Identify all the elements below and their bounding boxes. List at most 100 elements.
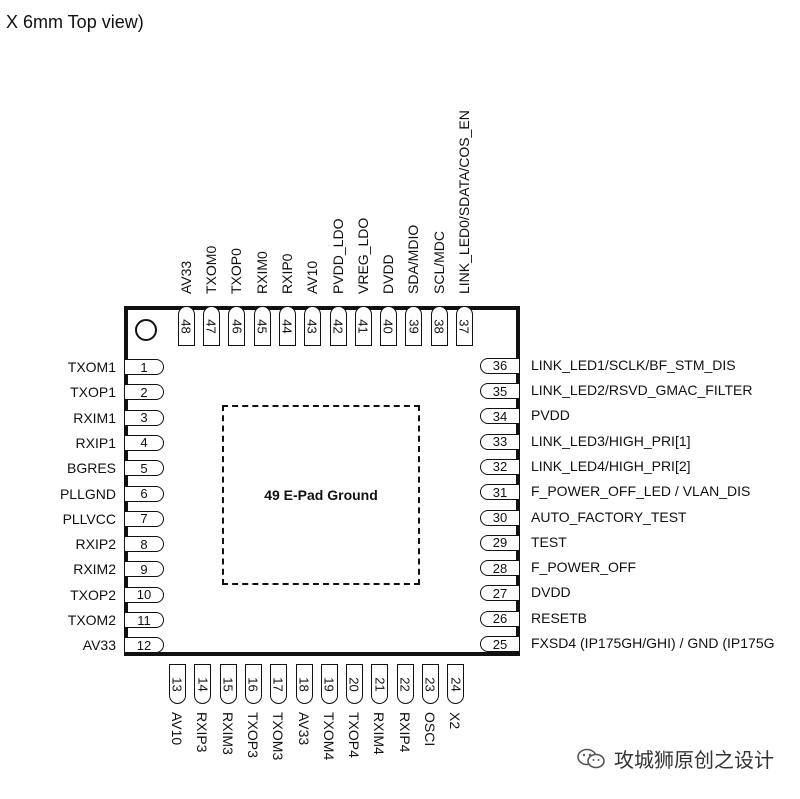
- diagram-title: X 6mm Top view): [6, 12, 144, 32]
- pin-number: 18: [296, 676, 312, 692]
- pin-number: 38: [431, 318, 447, 334]
- pin-pad: 12: [124, 637, 164, 654]
- pin-number: 19: [321, 676, 337, 692]
- chip-package-outline: [124, 306, 520, 656]
- pin-pad: 21: [371, 664, 389, 704]
- pin-pad: 47: [203, 306, 220, 346]
- pin-label: AV10: [304, 260, 321, 294]
- pin-number: 23: [423, 676, 438, 692]
- pin-number: 43: [305, 318, 321, 334]
- pin-pad: 46: [228, 306, 246, 346]
- pin-label: TXOP0: [228, 248, 245, 294]
- pin-pad: 22: [396, 664, 414, 704]
- pin-label: RXIP1: [75, 434, 116, 451]
- pin-label: RXIM0: [253, 251, 270, 294]
- pin-pad: 44: [278, 306, 296, 346]
- pin-pad: 37: [456, 306, 473, 346]
- pin-pad: 28: [480, 560, 520, 577]
- pin-pad: 38: [430, 306, 448, 346]
- pin-pad: 25: [480, 636, 520, 652]
- pin-pad: 26: [480, 610, 520, 627]
- pin-label: RXIM1: [73, 409, 116, 426]
- pin-label: PVDD_LDO: [329, 218, 346, 294]
- pin-label: PLLVCC: [62, 510, 116, 527]
- pin-label: VREG_LDO: [354, 217, 371, 294]
- pin-pad: 6: [124, 485, 164, 502]
- pin-pad: 4: [124, 434, 164, 451]
- pin-label: BGRES: [66, 460, 116, 477]
- pin-pad: 8: [124, 536, 164, 553]
- pin-pad: 48: [177, 306, 195, 346]
- pin-pad: 41: [354, 306, 372, 346]
- pin-pad: 1: [124, 359, 164, 375]
- pin-pad: 36: [480, 357, 520, 374]
- pin-label: PLLGND: [59, 485, 116, 502]
- pin-label: X2: [447, 712, 464, 730]
- pin-label: LINK_LED4/HIGH_PRI[2]: [531, 457, 691, 474]
- exposed-pad-label: 49 E-Pad Ground: [264, 487, 378, 503]
- pin-label: TXOM2: [67, 612, 116, 628]
- pin-pad: 29: [480, 534, 520, 551]
- pin-pad: 15: [219, 664, 237, 704]
- pin-pad: 18: [295, 664, 313, 704]
- pin-number: 48: [178, 318, 194, 334]
- pin-label: AV10: [169, 712, 185, 746]
- pin-label: SDA/MDIO: [405, 224, 422, 294]
- pin-pad: 33: [480, 433, 520, 450]
- pin-label: RXIP2: [75, 536, 116, 553]
- pin-label: TXOM3: [270, 712, 287, 761]
- pin-pad: 9: [124, 561, 164, 578]
- pin-pad: 34: [480, 408, 520, 425]
- watermark-text: 攻城狮原创之设计: [614, 750, 774, 772]
- pin-pad: 5: [124, 460, 164, 477]
- pin-number: 40: [381, 318, 397, 334]
- pin-pad: 39: [405, 306, 423, 346]
- pin-label: DVDD: [531, 584, 571, 601]
- pin-label: OSCI: [422, 712, 438, 747]
- pin-label: TEST: [531, 533, 567, 550]
- pin-number: 22: [397, 676, 413, 692]
- pin-pad: 40: [380, 306, 398, 346]
- pin-number: 16: [245, 676, 261, 692]
- pin-pad: 13: [169, 664, 186, 704]
- pin-label: FXSD4 (IP175GH/GHI) / GND (IP175G: [531, 635, 775, 651]
- pin-pad: 16: [244, 664, 262, 704]
- pin-number: 42: [330, 318, 346, 334]
- pin-label: LINK_LED0/SDATA/COS_EN: [456, 110, 472, 294]
- pin-number: 17: [271, 676, 287, 692]
- pin-label: F_POWER_OFF: [531, 559, 637, 576]
- wechat-logo-icon: [577, 748, 605, 768]
- pin-label: RXIM4: [371, 712, 388, 755]
- pin-number: 14: [195, 676, 211, 692]
- pin-number: 45: [254, 318, 270, 334]
- pin-number: 44: [279, 318, 295, 334]
- pin-label: TXOM0: [203, 245, 219, 294]
- pin-label: RXIM2: [73, 561, 116, 578]
- pin-label: LINK_LED3/HIGH_PRI[1]: [531, 432, 691, 449]
- pin-pad: 43: [304, 306, 322, 346]
- pin-label: RXIP3: [194, 712, 211, 753]
- pin-number: 47: [204, 318, 219, 334]
- pin-label: PVDD: [531, 407, 570, 424]
- watermark: 攻城狮原创之设计: [576, 744, 774, 773]
- pin-pad: 17: [270, 664, 288, 704]
- pin-pad: 3: [124, 409, 164, 426]
- pin-label: TXOP4: [346, 712, 363, 758]
- pin-pad: 42: [329, 306, 347, 346]
- pin-number: 24: [448, 676, 464, 692]
- pin-number: 39: [406, 318, 422, 334]
- pin-number: 37: [457, 318, 472, 334]
- pin-pad: 7: [124, 510, 164, 527]
- pin-label: RESETB: [531, 609, 588, 626]
- pin-label: DVDD: [380, 254, 397, 294]
- pin-label: AV33: [295, 712, 312, 746]
- pin-pad: 27: [480, 585, 520, 602]
- pin-label: LINK_LED2/RSVD_GMAC_FILTER: [531, 382, 753, 398]
- exposed-pad-outline: [222, 405, 420, 585]
- pin-label: SCL/MDC: [430, 230, 447, 294]
- pin-label: AV33: [82, 637, 116, 654]
- pin-pad: 20: [346, 664, 364, 704]
- pin-number: 13: [170, 676, 185, 692]
- pin-number: 21: [372, 676, 388, 692]
- pin-label: RXIP4: [396, 712, 413, 753]
